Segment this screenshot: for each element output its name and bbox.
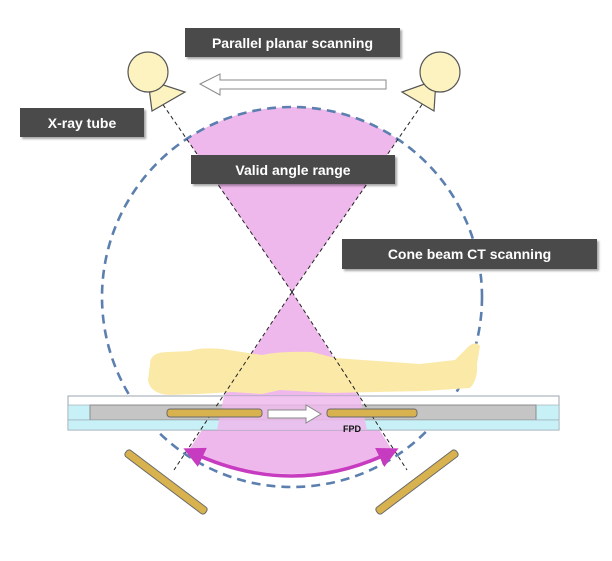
right-arrow-icon <box>267 404 322 424</box>
beam-upper-fan <box>155 107 430 292</box>
tilted-detector-right <box>375 449 459 515</box>
fpd-label: FPD <box>343 424 361 434</box>
beam-edge-lines <box>154 92 431 471</box>
xray-tube-label: X-ray tube <box>20 108 144 137</box>
cone-beam-ct-scanning-label: Cone beam CT scanning <box>342 239 597 269</box>
xray-tube-icon <box>127 51 187 112</box>
valid-angle-range-label: Valid angle range <box>191 155 395 184</box>
patient-silhouette <box>148 343 480 395</box>
parallel-planar-scanning-label: Parallel planar scanning <box>185 28 400 57</box>
left-arrow-icon <box>198 73 387 96</box>
orbit-circle <box>100 105 484 489</box>
angle-range-arc <box>183 447 399 478</box>
detector-left <box>166 408 263 418</box>
xray-tube-icon <box>400 51 461 113</box>
tilted-detector-left <box>124 449 208 515</box>
detector-right <box>326 408 418 418</box>
